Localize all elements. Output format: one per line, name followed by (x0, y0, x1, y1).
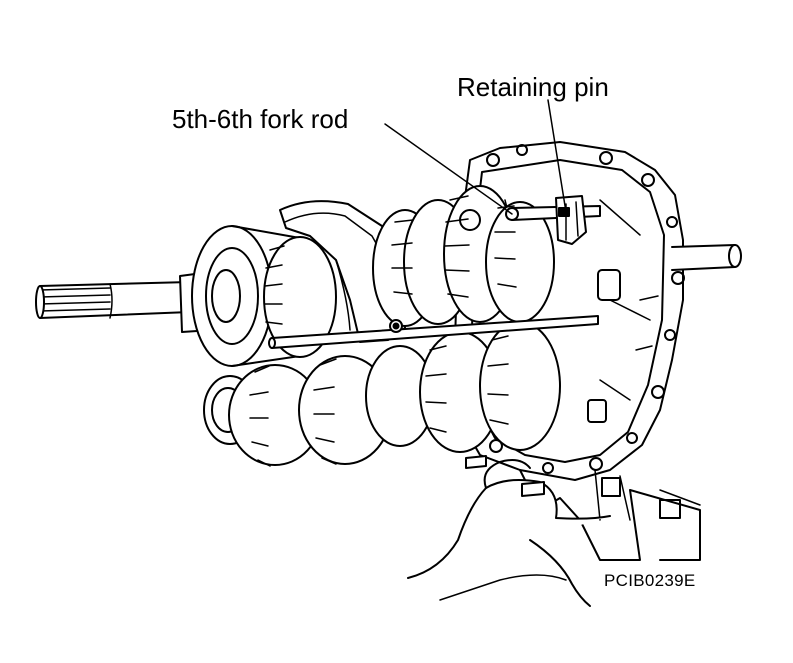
main-drive-gear (191, 225, 337, 367)
shift-fork (279, 200, 406, 343)
fork-rod (268, 315, 599, 349)
fork-rod-leader (384, 123, 513, 215)
mainshaft-gears (372, 185, 555, 327)
retaining-pin-label: Retaining pin (457, 72, 609, 102)
retaining-pin-leader (547, 99, 567, 213)
figure-code: PCIB0239E (604, 571, 696, 590)
output-shaft-right (671, 244, 742, 271)
countershaft-gears (203, 321, 561, 467)
input-shaft (35, 271, 213, 333)
fork-rod-label: 5th-6th fork rod (172, 104, 349, 134)
case-bolts (465, 455, 545, 497)
retaining-pin-bracket (555, 195, 587, 245)
hand-illustration (407, 459, 611, 607)
